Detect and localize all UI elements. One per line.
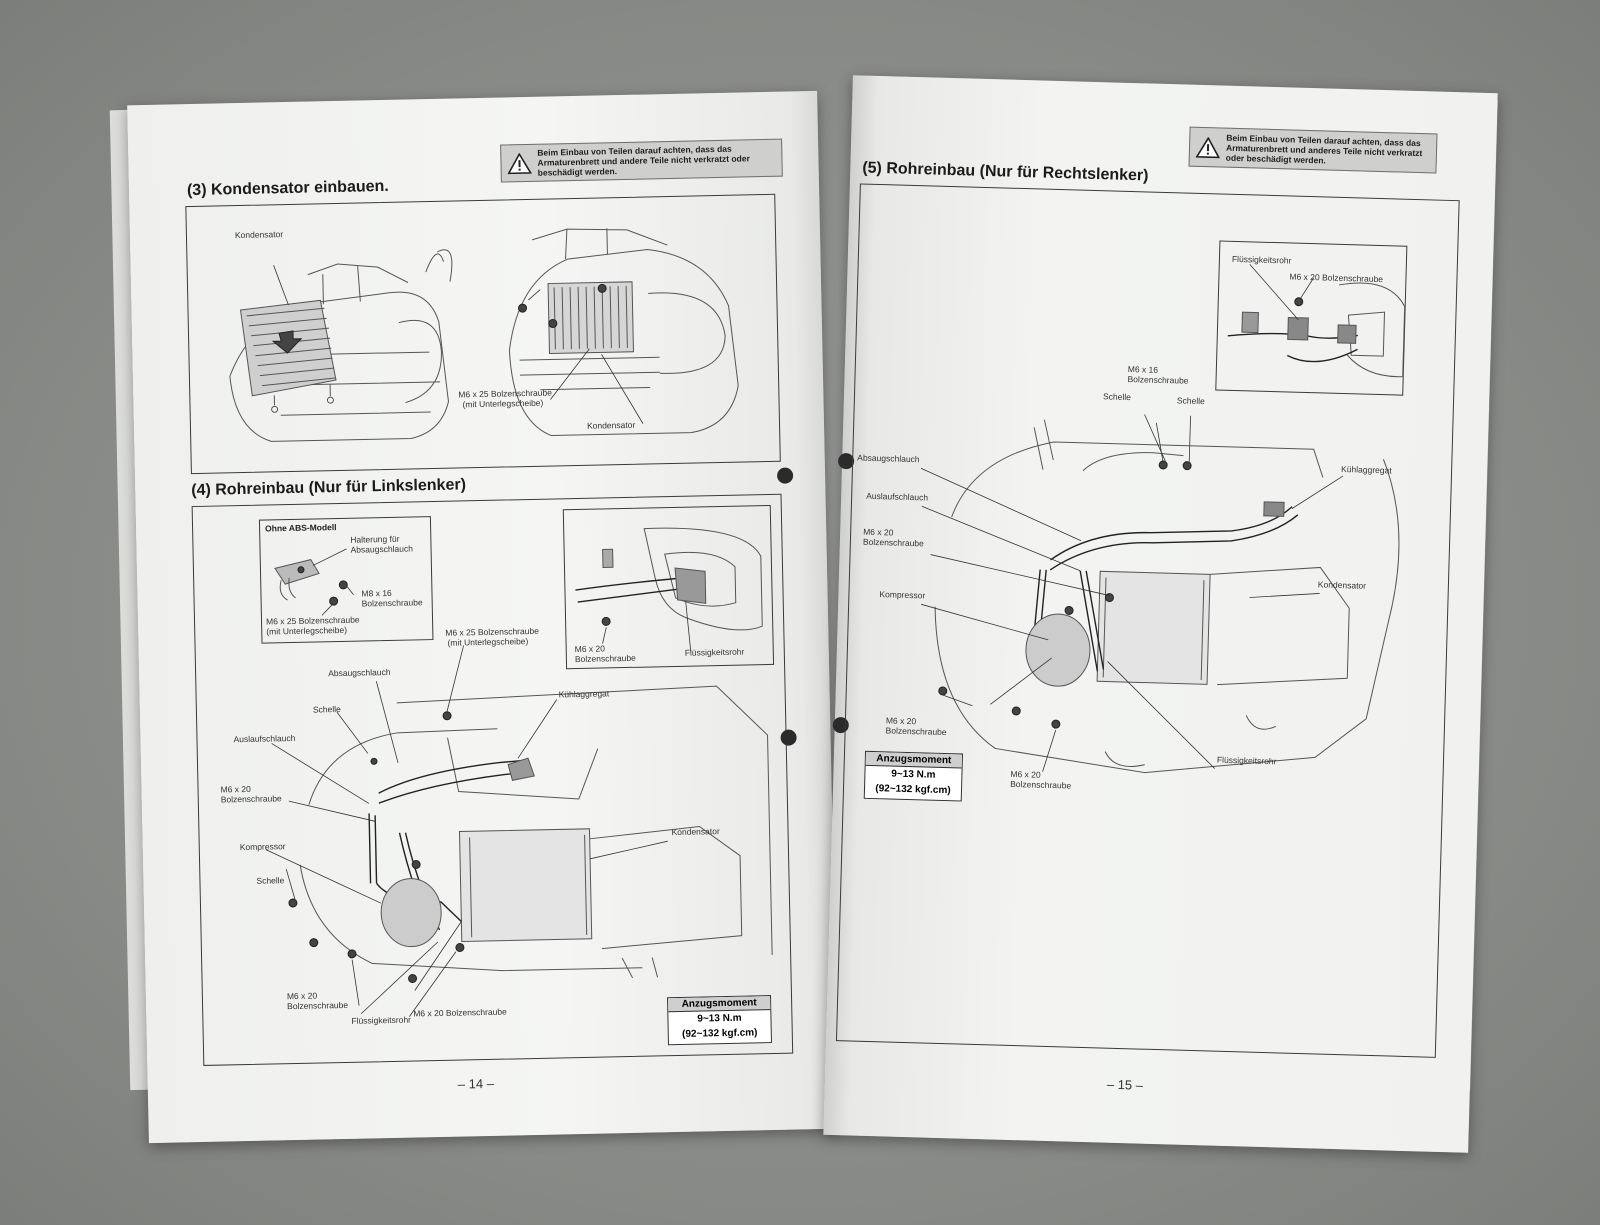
label-m6x20-a-bolt: Bolzenschraube	[862, 536, 924, 549]
label-m6x20-a: M6 x 20	[220, 783, 251, 795]
bracket-illustration	[274, 548, 354, 616]
section-5-figure: Flüssigkeitsrohr M6 x 20 Bolzenschraube	[835, 183, 1460, 1058]
torque-box-left: Anzugsmoment 9~13 N.m (92~132 kgf.cm)	[667, 995, 772, 1046]
page-number-left: – 14 –	[457, 1075, 495, 1092]
label-schelle-1: Schelle	[1102, 391, 1132, 403]
page-number-right: – 15 –	[1106, 1076, 1144, 1093]
label-m6x20-a-bolt: Bolzenschraube	[220, 793, 282, 805]
left-page: Beim Einbau von Teilen darauf achten, da…	[127, 90, 839, 1144]
label-auslaufschlauch: Auslaufschlauch	[233, 732, 296, 745]
label-kondensator-lhd: Kondensator	[671, 826, 720, 838]
label-schelle-top: Schelle	[312, 703, 341, 715]
label-m6x16-bolt: Bolzenschraube	[1127, 373, 1189, 386]
torque-value-kgf: (92~132 kgf.cm)	[681, 1027, 758, 1040]
label-m6x20-c: M6 x 20 Bolzenschraube	[413, 1006, 507, 1019]
label-schelle-bottom: Schelle	[256, 875, 285, 886]
label-absaugschlauch: Absaugschlauch	[328, 666, 391, 679]
label-kompressor: Kompressor	[879, 589, 926, 601]
label-schelle-2: Schelle	[1176, 395, 1205, 407]
condenser-illustration	[229, 228, 739, 442]
label-kondensator-a: Kondensator	[234, 229, 284, 241]
inset-liquid-pipe: M6 x 20 Bolzenschraube Flüssigkeitsrohr	[562, 504, 775, 670]
label-kuhlaggregat: Kühlaggregat	[558, 688, 610, 700]
section-3-figure: Kondensator M6 x 25 Bolzenschraube (mit …	[185, 193, 781, 475]
label-absaugschlauch: Absaugschlauch	[857, 452, 920, 465]
right-page: Beim Einbau von Teilen darauf achten, da…	[823, 75, 1498, 1153]
label-kuhlaggregat: Kühlaggregat	[1340, 463, 1392, 476]
label-m6x25-main-washer: (mit Unterlegscheibe)	[447, 636, 529, 648]
label-kondensator-b: Kondensator	[586, 419, 636, 431]
label-m6x20-b: M6 x 20	[286, 990, 318, 1002]
section-4-title: (4) Rohreinbau (Nur für Linkslenker)	[191, 476, 467, 500]
label-flussigkeitsrohr: Flüssigkeitsrohr	[351, 1014, 412, 1026]
label-m6x20-b-bolt: Bolzenschraube	[885, 725, 947, 738]
section-5-title: (5) Rohreinbau (Nur für Rechtslenker)	[862, 159, 1149, 185]
binder-hole	[776, 467, 794, 484]
pipe-detail-illustration	[1227, 264, 1406, 378]
warning-text: Beim Einbau von Teilen darauf achten, da…	[1225, 132, 1423, 166]
inset-no-abs: Ohne ABS-Modell Halterung für Absaugschl…	[258, 516, 434, 644]
label-bolt-washer: (mit Unterlegscheibe)	[462, 397, 544, 410]
warning-box: Beim Einbau von Teilen darauf achten, da…	[1188, 126, 1438, 174]
label-m6x20-c-bolt: Bolzenschraube	[1010, 778, 1072, 791]
pipe-connection-illustration	[575, 527, 763, 652]
section-4-figure: Ohne ABS-Modell Halterung für Absaugschl…	[191, 493, 794, 1066]
torque-value-kgf: (92~132 kgf.cm)	[875, 783, 951, 797]
binder-hole	[780, 729, 797, 746]
warning-triangle-icon	[507, 152, 532, 174]
label-flussigkeitsrohr: Flüssigkeitsrohr	[1216, 754, 1277, 767]
engine-bay-lhd-illustration	[265, 645, 773, 1017]
warning-triangle-icon	[1195, 136, 1221, 158]
inset-rhd-pipe: Flüssigkeitsrohr M6 x 20 Bolzenschraube	[1215, 240, 1408, 396]
label-auslaufschlauch: Auslaufschlauch	[866, 490, 929, 503]
warning-box: Beim Einbau von Teilen darauf achten, da…	[500, 138, 783, 183]
label-kondensator: Kondensator	[1317, 579, 1367, 591]
torque-box-right: Anzugsmoment 9~13 N.m (92~132 kgf.cm)	[863, 750, 964, 802]
warning-text: Beim Einbau von Teilen darauf achten, da…	[537, 143, 750, 178]
engine-bay-rhd-illustration	[920, 414, 1400, 774]
label-m6x20-b-bolt: Bolzenschraube	[287, 999, 349, 1012]
label-kompressor: Kompressor	[239, 841, 286, 853]
section-3-title: (3) Kondensator einbauen.	[186, 177, 389, 200]
